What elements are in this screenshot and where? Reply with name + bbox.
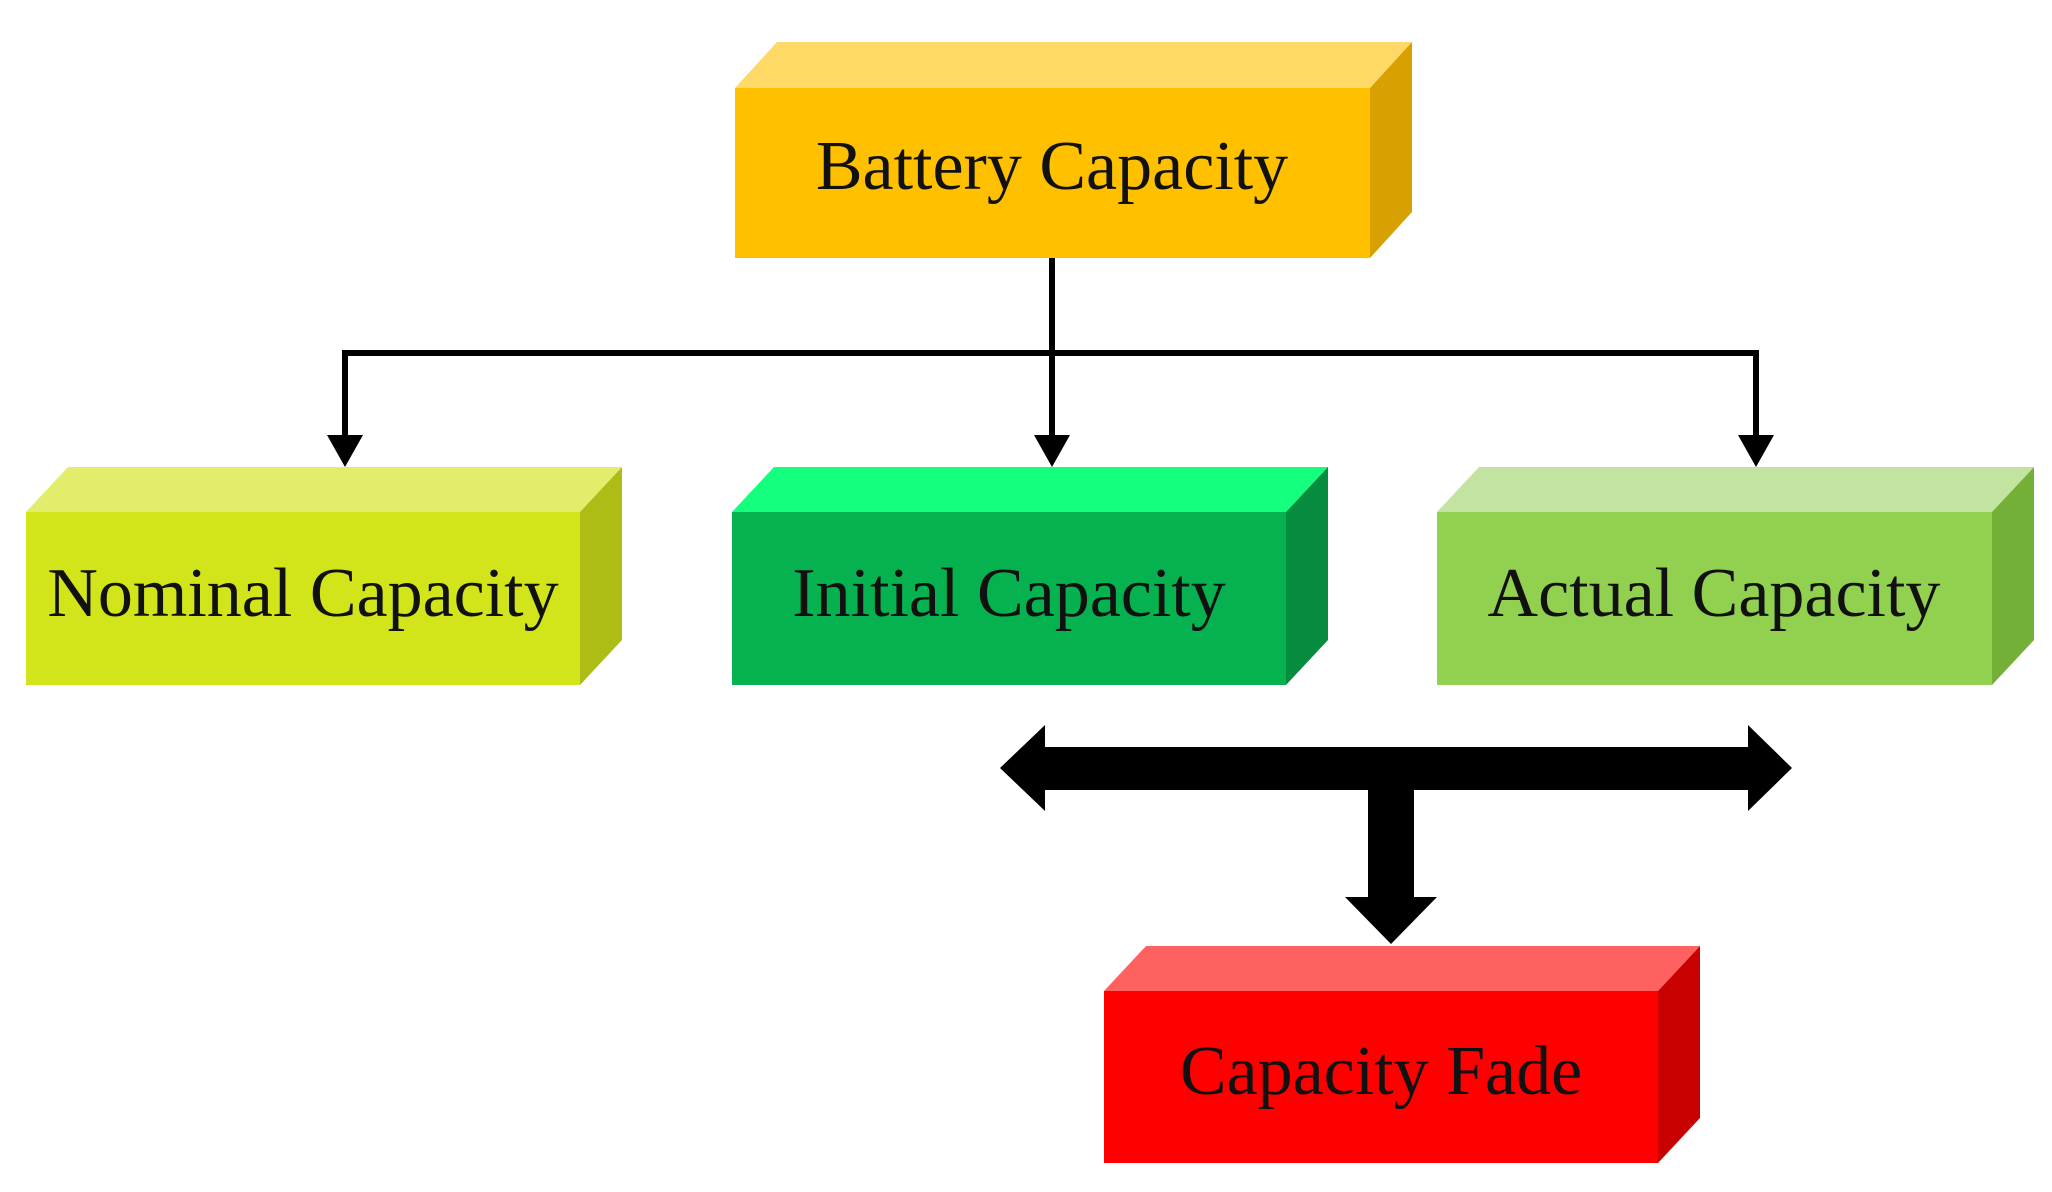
arrow-to-actual-capacity	[1738, 435, 1774, 467]
arrow-to-nominal-capacity	[327, 435, 363, 467]
box-front-face	[1104, 991, 1658, 1163]
box-front-face	[1437, 512, 1992, 685]
box-top-face	[1437, 467, 2034, 512]
box-side-face	[1370, 42, 1412, 258]
box-top-face	[735, 42, 1412, 88]
box-front-face	[26, 512, 580, 685]
box-side-face	[1658, 946, 1700, 1163]
double-headed-arrow-initial-actual	[1000, 725, 1792, 811]
node-label: Capacity Fade	[1180, 1033, 1582, 1110]
connector-tree	[342, 258, 1759, 440]
node-label: Battery Capacity	[816, 128, 1288, 205]
node-nominal-capacity: Nominal Capacity	[26, 467, 622, 685]
box-top-face	[1104, 946, 1700, 991]
box-side-face	[580, 467, 622, 685]
box-side-face	[1286, 467, 1328, 685]
node-actual-capacity: Actual Capacity	[1437, 467, 2034, 685]
arrow-to-initial-capacity	[1034, 435, 1070, 467]
node-label: Initial Capacity	[792, 555, 1225, 632]
box-top-face	[732, 467, 1328, 512]
box-front-face	[732, 512, 1286, 685]
box-side-face	[1992, 467, 2034, 685]
thick-arrow-to-capacity-fade	[1345, 790, 1437, 944]
node-label: Actual Capacity	[1488, 555, 1941, 632]
connector-arrowheads	[327, 435, 1774, 467]
node-capacity-fade: Capacity Fade	[1104, 946, 1700, 1163]
node-initial-capacity: Initial Capacity	[732, 467, 1328, 685]
box-front-face	[735, 88, 1370, 258]
node-battery-capacity: Battery Capacity	[735, 42, 1412, 258]
box-top-face	[26, 467, 622, 512]
connector-bar	[342, 350, 1759, 440]
node-label: Nominal Capacity	[47, 555, 558, 632]
